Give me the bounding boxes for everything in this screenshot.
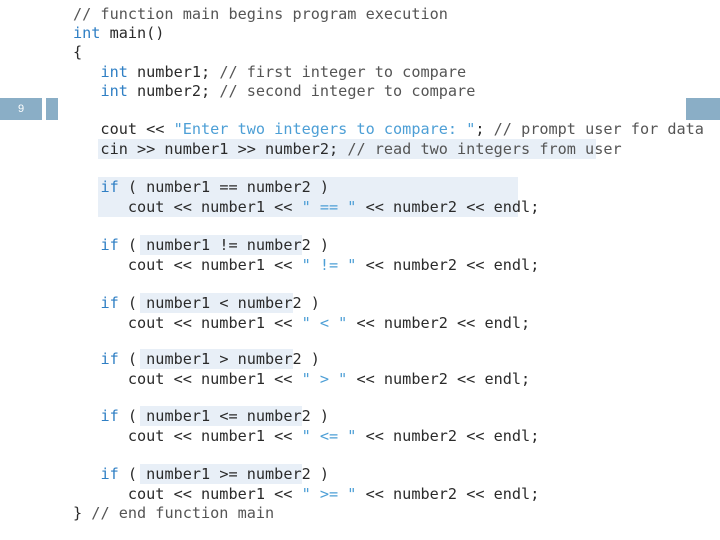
code-line: } // end function main <box>73 504 274 523</box>
code-line: cout << number1 << " != " << number2 << … <box>73 256 539 275</box>
code-line: cout << number1 << " >= " << number2 << … <box>73 485 539 504</box>
code-comment: // second integer to compare <box>219 82 476 100</box>
code-string: " != " <box>301 256 357 274</box>
slide-number-badge: 9 <box>0 98 42 120</box>
code-text: << number2 << endl; <box>356 485 540 503</box>
code-text: ( number1 == number2 ) <box>118 178 330 196</box>
code-keyword: if <box>100 465 119 483</box>
highlight-cond-ge <box>140 464 302 484</box>
code-line: cin >> number1 >> number2; // read two i… <box>73 140 622 159</box>
code-text <box>73 407 100 425</box>
code-text: cout << <box>73 120 174 138</box>
code-comment: // read two integers from user <box>347 140 622 158</box>
code-text: { <box>73 43 83 61</box>
code-keyword: int <box>100 63 128 81</box>
highlight-equality-block <box>98 177 518 217</box>
highlight-cond-lt <box>140 293 293 313</box>
code-text: ( number1 <= number2 ) <box>118 407 330 425</box>
code-line: if ( number1 <= number2 ) <box>73 407 329 426</box>
code-line: int number1; // first integer to compare <box>73 63 466 82</box>
code-string: " <= " <box>301 427 357 445</box>
code-string: " > " <box>301 370 348 388</box>
code-text: cout << number1 << <box>73 485 302 503</box>
code-string: "Enter two integers to compare: " <box>173 120 476 138</box>
code-text <box>73 465 100 483</box>
code-text <box>73 63 100 81</box>
code-line: int number2; // second integer to compar… <box>73 82 475 101</box>
accent-bar-right <box>686 98 720 120</box>
code-text: ; <box>475 120 494 138</box>
code-text: << number2 << endl; <box>347 370 531 388</box>
code-text: << number2 << endl; <box>356 427 540 445</box>
code-comment: // first integer to compare <box>219 63 467 81</box>
code-text: << number2 << endl; <box>356 198 540 216</box>
code-keyword: if <box>100 236 119 254</box>
code-line: { <box>73 43 82 62</box>
code-text: << number2 << endl; <box>356 256 540 274</box>
code-text <box>73 350 100 368</box>
slide-number: 9 <box>17 103 25 115</box>
highlight-cin-line <box>98 139 596 159</box>
code-text: ( number1 < number2 ) <box>118 294 320 312</box>
code-line: cout << "Enter two integers to compare: … <box>73 120 704 139</box>
code-text: << number2 << endl; <box>347 314 531 332</box>
code-text: number2; <box>127 82 220 100</box>
code-line: cout << number1 << " > " << number2 << e… <box>73 370 530 389</box>
code-comment: // prompt user for data <box>493 120 704 138</box>
code-keyword: if <box>100 407 119 425</box>
highlight-cond-gt <box>140 349 293 369</box>
code-line: if ( number1 != number2 ) <box>73 236 329 255</box>
code-text <box>73 294 100 312</box>
code-text: cin >> number1 >> number2; <box>73 140 348 158</box>
code-line: if ( number1 == number2 ) <box>73 178 329 197</box>
code-line: cout << number1 << " == " << number2 << … <box>73 198 539 217</box>
code-keyword: int <box>73 24 101 42</box>
code-text: } <box>73 504 92 522</box>
code-keyword: if <box>100 350 119 368</box>
code-text: main() <box>100 24 165 42</box>
code-text <box>73 236 100 254</box>
code-comment: // end function main <box>91 504 275 522</box>
code-string: " == " <box>301 198 357 216</box>
code-line: if ( number1 >= number2 ) <box>73 465 329 484</box>
highlight-cond-ne <box>140 235 302 255</box>
highlight-cond-le <box>140 406 302 426</box>
code-line: // function main begins program executio… <box>73 5 448 24</box>
code-text <box>73 178 100 196</box>
code-text <box>73 82 100 100</box>
accent-bar-left <box>46 98 58 120</box>
code-line: int main() <box>73 24 164 43</box>
code-text: cout << number1 << <box>73 314 302 332</box>
code-keyword: int <box>100 82 128 100</box>
code-text: cout << number1 << <box>73 256 302 274</box>
code-line: if ( number1 > number2 ) <box>73 350 320 369</box>
code-text: ( number1 >= number2 ) <box>118 465 330 483</box>
code-string: " >= " <box>301 485 357 503</box>
code-line: if ( number1 < number2 ) <box>73 294 320 313</box>
code-line: cout << number1 << " <= " << number2 << … <box>73 427 539 446</box>
code-text: number1; <box>127 63 220 81</box>
code-text: cout << number1 << <box>73 370 302 388</box>
code-text: ( number1 != number2 ) <box>118 236 330 254</box>
code-text: cout << number1 << <box>73 198 302 216</box>
code-text: cout << number1 << <box>73 427 302 445</box>
code-keyword: if <box>100 178 119 196</box>
code-comment: // function main begins program executio… <box>73 5 448 23</box>
code-keyword: if <box>100 294 119 312</box>
code-string: " < " <box>301 314 348 332</box>
code-text: ( number1 > number2 ) <box>118 350 320 368</box>
code-line: cout << number1 << " < " << number2 << e… <box>73 314 530 333</box>
